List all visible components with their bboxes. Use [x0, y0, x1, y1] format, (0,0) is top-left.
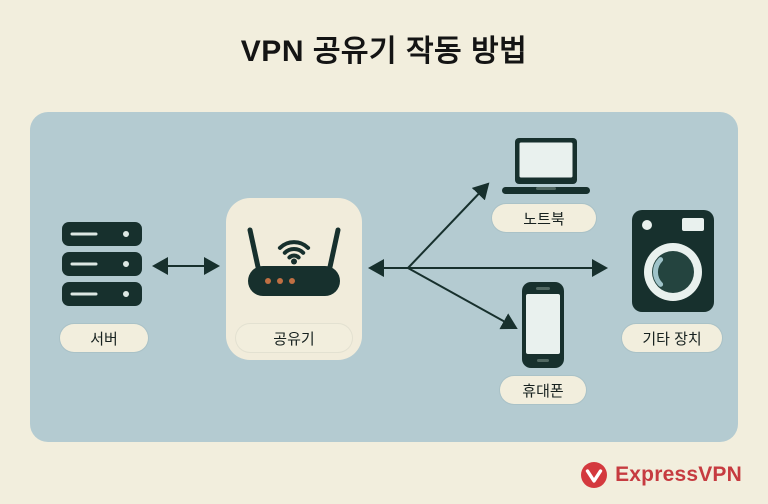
expressvpn-icon [581, 462, 608, 488]
server-icon [62, 222, 142, 306]
phone-label: 휴대폰 [500, 376, 586, 404]
other-device-label: 기타 장치 [622, 324, 722, 352]
laptop-icon [502, 138, 590, 194]
brand-logo: ExpressVPN [581, 462, 742, 488]
brand-name: ExpressVPN [615, 463, 742, 486]
page-title: VPN 공유기 작동 방법 [240, 35, 528, 68]
phone-icon [522, 282, 564, 368]
router-label: 공유기 [236, 324, 352, 352]
server-label: 서버 [60, 324, 148, 352]
laptop-label: 노트북 [492, 204, 596, 232]
router-icon [247, 227, 341, 296]
washing-machine-icon [632, 210, 714, 312]
diagram-panel: 서버 공유기 [30, 112, 738, 442]
